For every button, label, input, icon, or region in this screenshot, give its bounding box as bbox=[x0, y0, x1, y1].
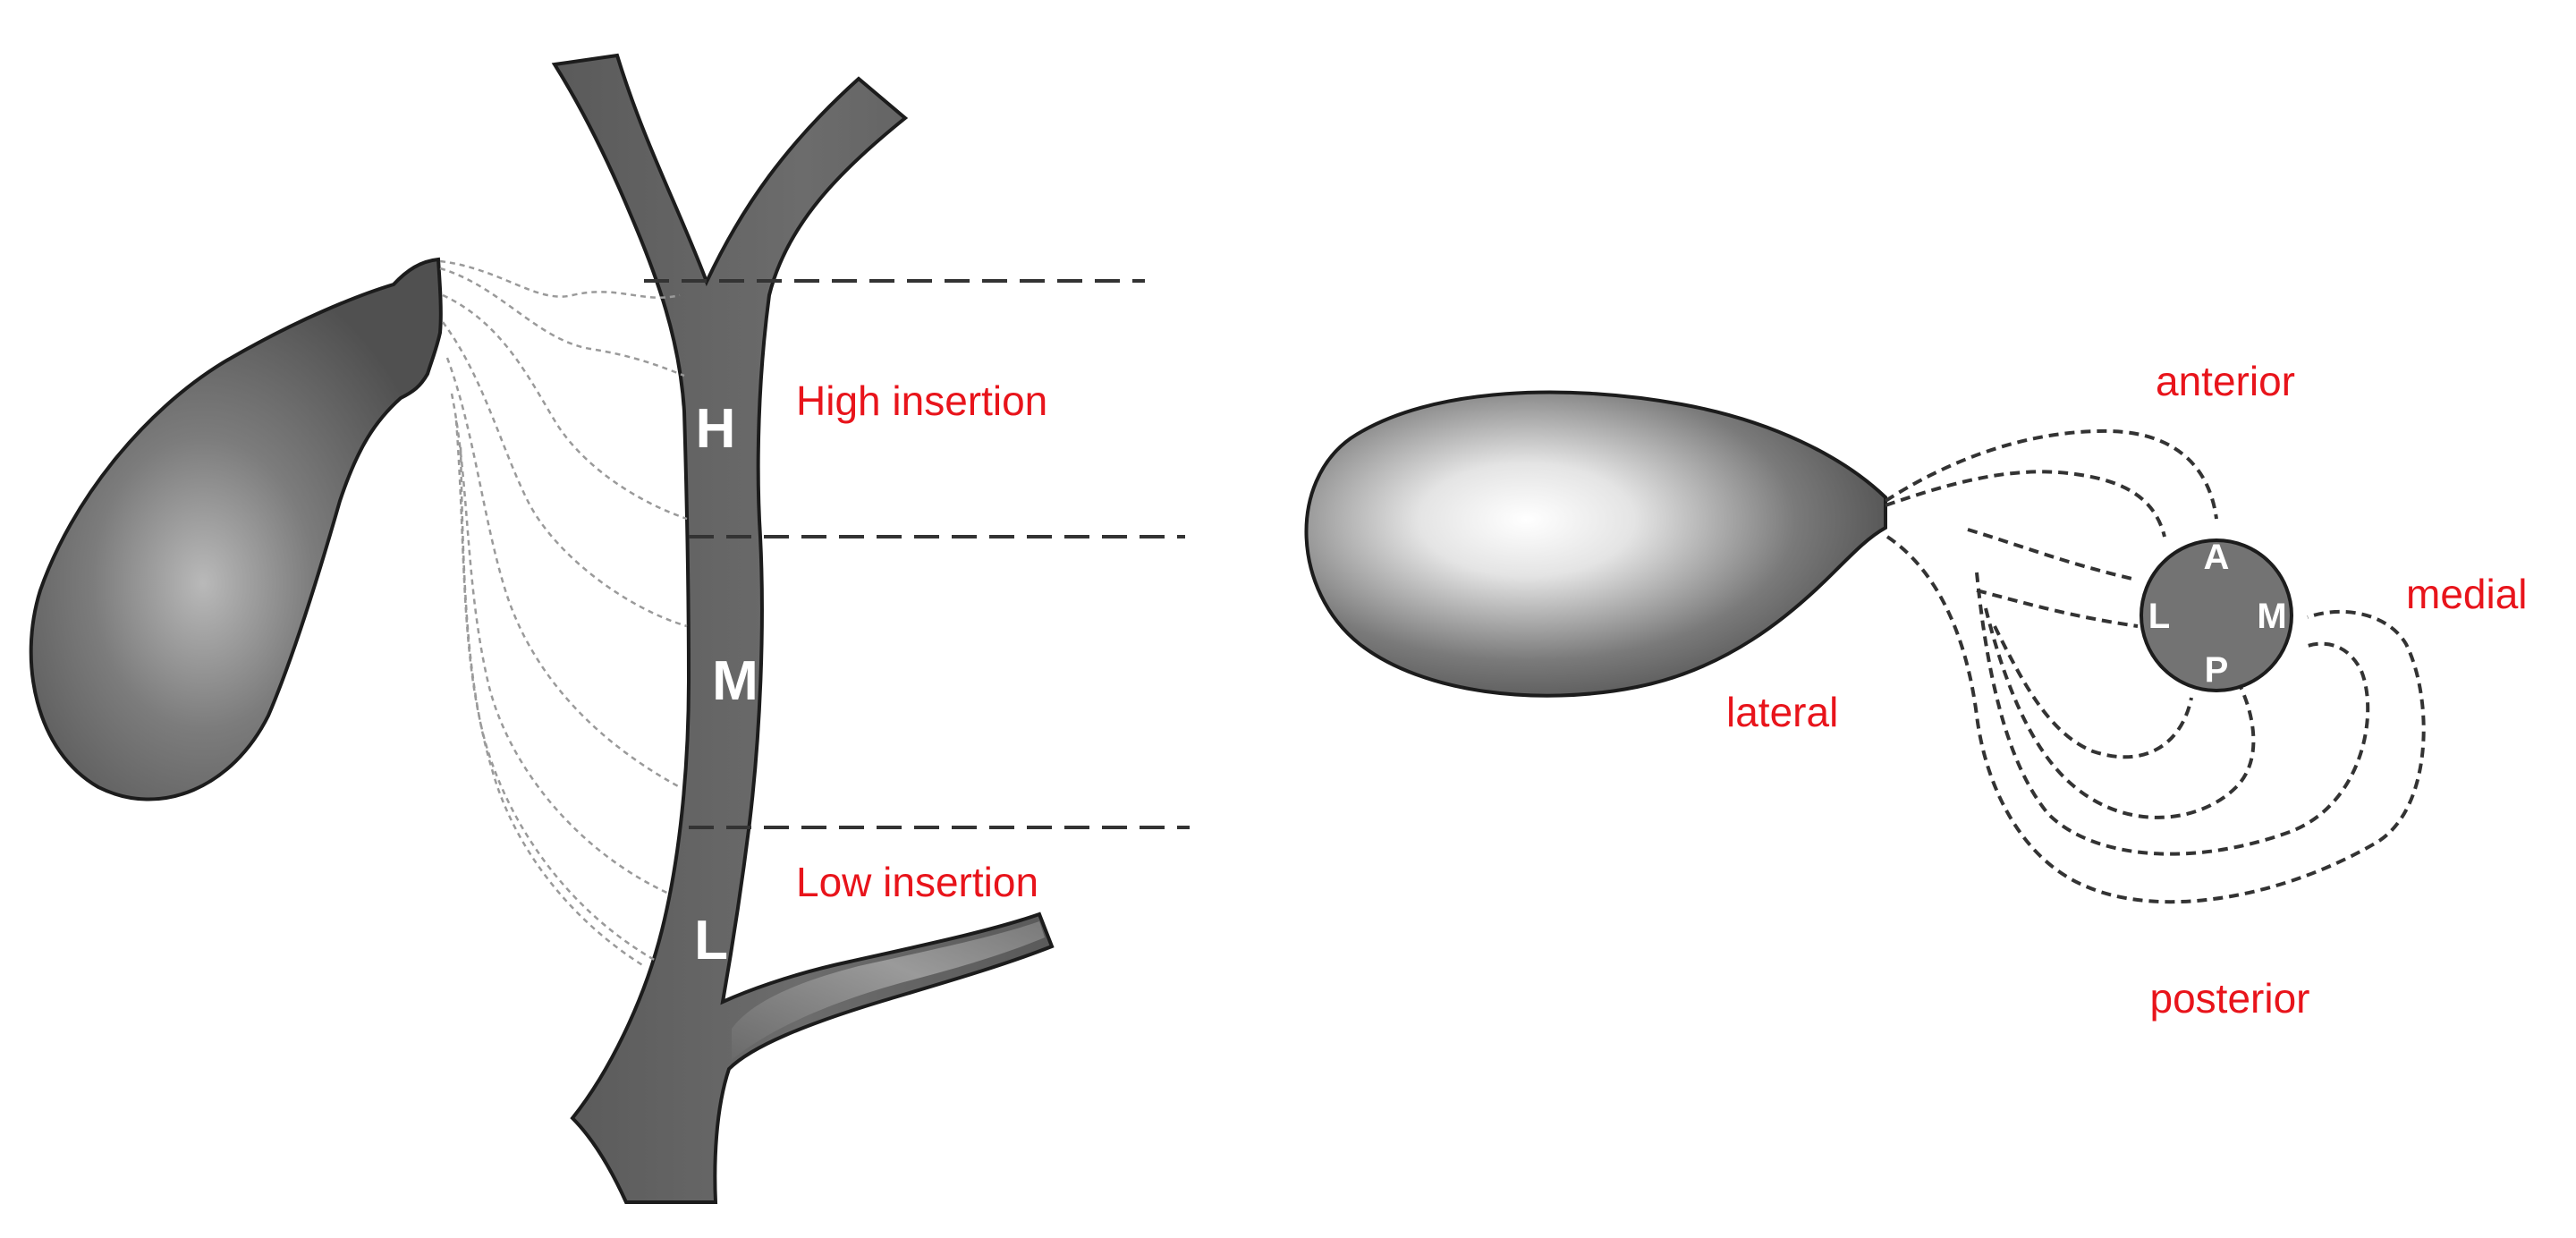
cystic-duct-variants-left bbox=[439, 259, 688, 968]
cystic-duct-variants-right bbox=[1884, 428, 2426, 904]
medial-label: medial bbox=[2406, 571, 2528, 617]
right-panel: A L M P anterior medial lateral posterio… bbox=[1304, 358, 2528, 1022]
segment-middle-label: M bbox=[712, 650, 758, 712]
gallbladder-right bbox=[1304, 390, 1887, 698]
left-panel: H M L High insertion Low insertion bbox=[29, 53, 1190, 1204]
bile-duct bbox=[551, 53, 1055, 1204]
segment-low-label: L bbox=[694, 910, 728, 971]
quadrant-posterior-label: P bbox=[2205, 650, 2229, 690]
segment-high-label: H bbox=[696, 398, 736, 460]
lateral-label: lateral bbox=[1726, 689, 1838, 735]
gallbladder-left bbox=[29, 257, 443, 801]
posterior-label: posterior bbox=[2150, 975, 2310, 1022]
quadrant-lateral-label: L bbox=[2148, 597, 2170, 636]
duct-cross-section bbox=[2140, 538, 2293, 692]
pancreatic-duct bbox=[732, 921, 1045, 1060]
anterior-label: anterior bbox=[2156, 358, 2295, 404]
low-insertion-label: Low insertion bbox=[796, 859, 1038, 905]
high-insertion-label: High insertion bbox=[796, 377, 1047, 424]
quadrant-medial-label: M bbox=[2257, 597, 2286, 636]
quadrant-anterior-label: A bbox=[2204, 538, 2230, 577]
